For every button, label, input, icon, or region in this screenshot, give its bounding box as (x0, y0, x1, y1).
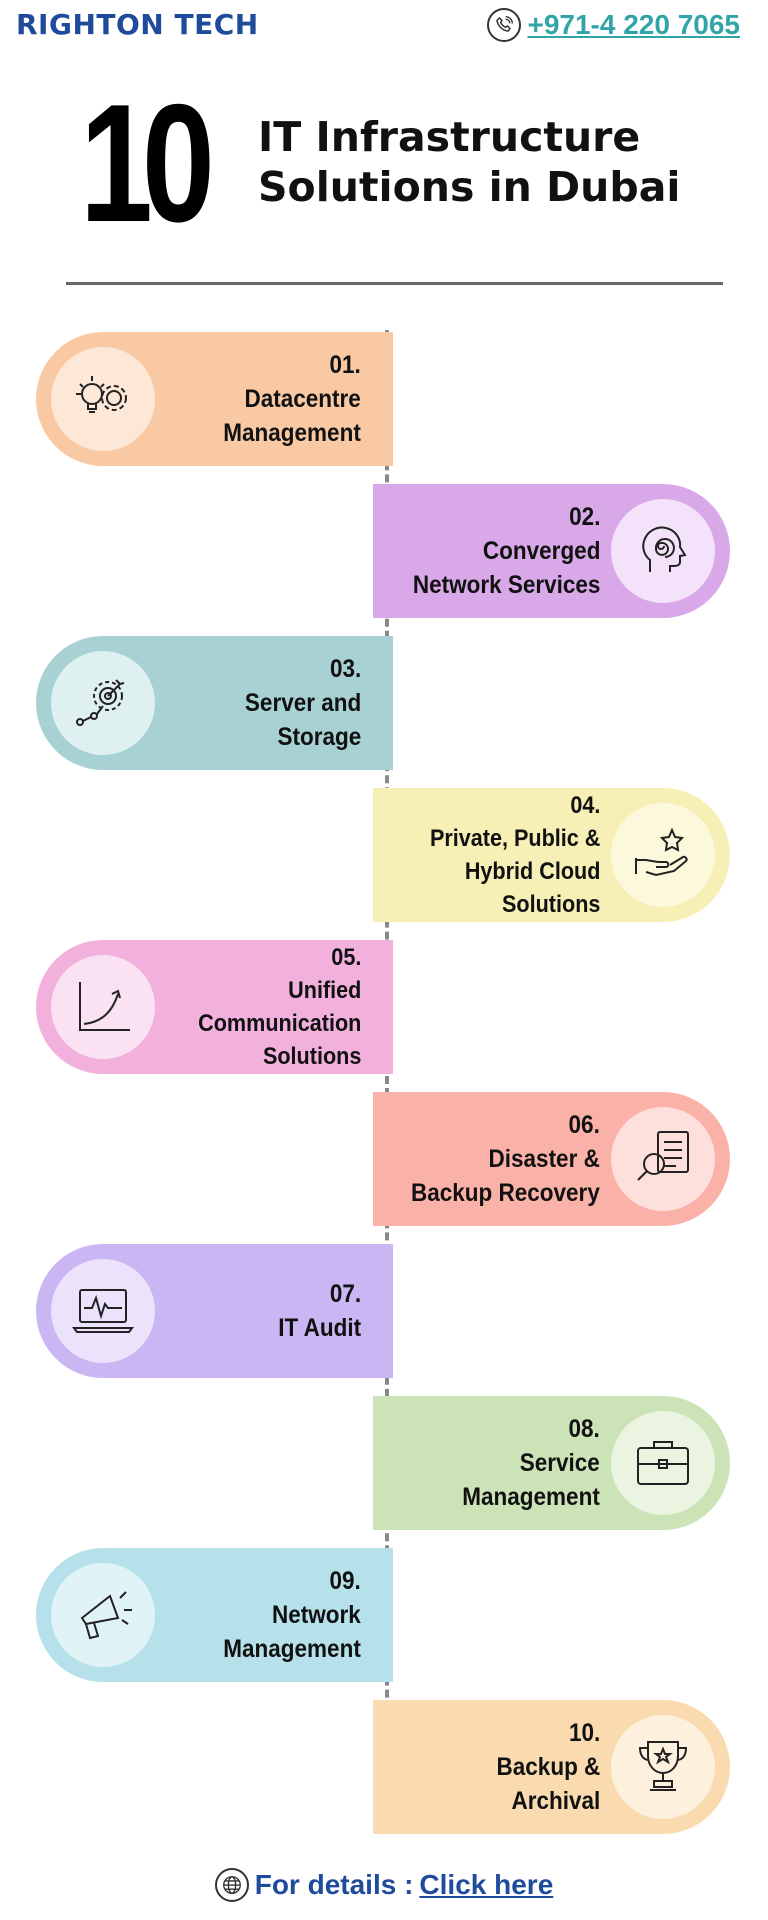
idea-gears-icon (51, 347, 155, 451)
title-line-1: IT Infrastructure (258, 113, 641, 161)
target-icon (51, 651, 155, 755)
solution-title-line: Management (462, 1483, 600, 1511)
page-title: IT Infrastructure Solutions in Dubai (258, 112, 680, 212)
solution-number: 06. (568, 1111, 600, 1139)
trophy-icon (611, 1715, 715, 1819)
solution-title-line: Solutions (262, 1043, 361, 1070)
solution-title-line: Communication (197, 1010, 361, 1037)
solution-number: 08. (568, 1415, 600, 1443)
document-search-icon (611, 1107, 715, 1211)
solution-text: 07. IT Audit (278, 1244, 361, 1378)
solution-number: 04. (569, 792, 600, 819)
head-spiral-icon (611, 499, 715, 603)
globe-icon (214, 1868, 249, 1902)
solution-title-line: Network Services (412, 571, 600, 599)
solution-title-line: Backup & (496, 1753, 600, 1781)
briefcase-icon (611, 1411, 715, 1515)
solution-title-line: Storage (277, 723, 361, 751)
solution-title-line: Management (223, 1635, 361, 1663)
phone-contact[interactable]: +971-4 220 7065 (487, 8, 740, 42)
timeline-line (385, 330, 389, 1830)
solution-title-line: Server and (244, 689, 361, 717)
solution-number: 01. (329, 351, 361, 379)
solution-title-line: Private, Public & (429, 825, 600, 852)
growth-chart-icon (51, 955, 155, 1059)
solution-title-line: Management (223, 419, 361, 447)
solution-card-10: 10. Backup & Archival (373, 1700, 730, 1834)
solution-number: 05. (330, 944, 361, 971)
solution-text: 10. Backup & Archival (496, 1700, 600, 1834)
solution-number: 07. (329, 1280, 361, 1308)
megaphone-icon (51, 1563, 155, 1667)
solution-number: 02. (568, 503, 600, 531)
solution-title-line: Archival (511, 1787, 600, 1815)
solution-title-line: Service (519, 1449, 600, 1477)
solution-number: 03. (329, 655, 361, 683)
solution-title-line: Disaster & (488, 1145, 600, 1173)
solution-number: 10. (568, 1719, 600, 1747)
laptop-pulse-icon (51, 1259, 155, 1363)
title-line-2: Solutions in Dubai (258, 163, 681, 211)
phone-icon (487, 8, 522, 42)
brand-logo: RIGHTON TECH (16, 8, 259, 41)
solution-card-6: 06. Disaster & Backup Recovery (373, 1092, 730, 1226)
solution-title-line: Solutions (501, 891, 600, 918)
phone-number-link[interactable]: +971-4 220 7065 (527, 9, 740, 40)
divider (66, 282, 723, 285)
solution-title-line: Hybrid Cloud (464, 858, 600, 885)
solution-text: 06. Disaster & Backup Recovery (411, 1092, 600, 1226)
solution-title-line: IT Audit (278, 1314, 361, 1342)
footer-label: For details : (254, 1869, 414, 1900)
solution-title-line: Converged (482, 537, 600, 565)
solution-title-line: Network (272, 1601, 361, 1629)
solution-title-line: Unified (287, 977, 361, 1004)
click-here-link[interactable]: Click here (419, 1869, 554, 1900)
hero-number: 10 (80, 69, 215, 257)
solution-card-7: 07. IT Audit (36, 1244, 393, 1378)
solution-title-line: Datacentre (244, 385, 361, 413)
footer-details: For details : Click here (0, 1868, 768, 1902)
solution-number: 09. (329, 1567, 361, 1595)
hand-star-icon (611, 803, 715, 907)
solution-title-line: Backup Recovery (411, 1179, 600, 1207)
